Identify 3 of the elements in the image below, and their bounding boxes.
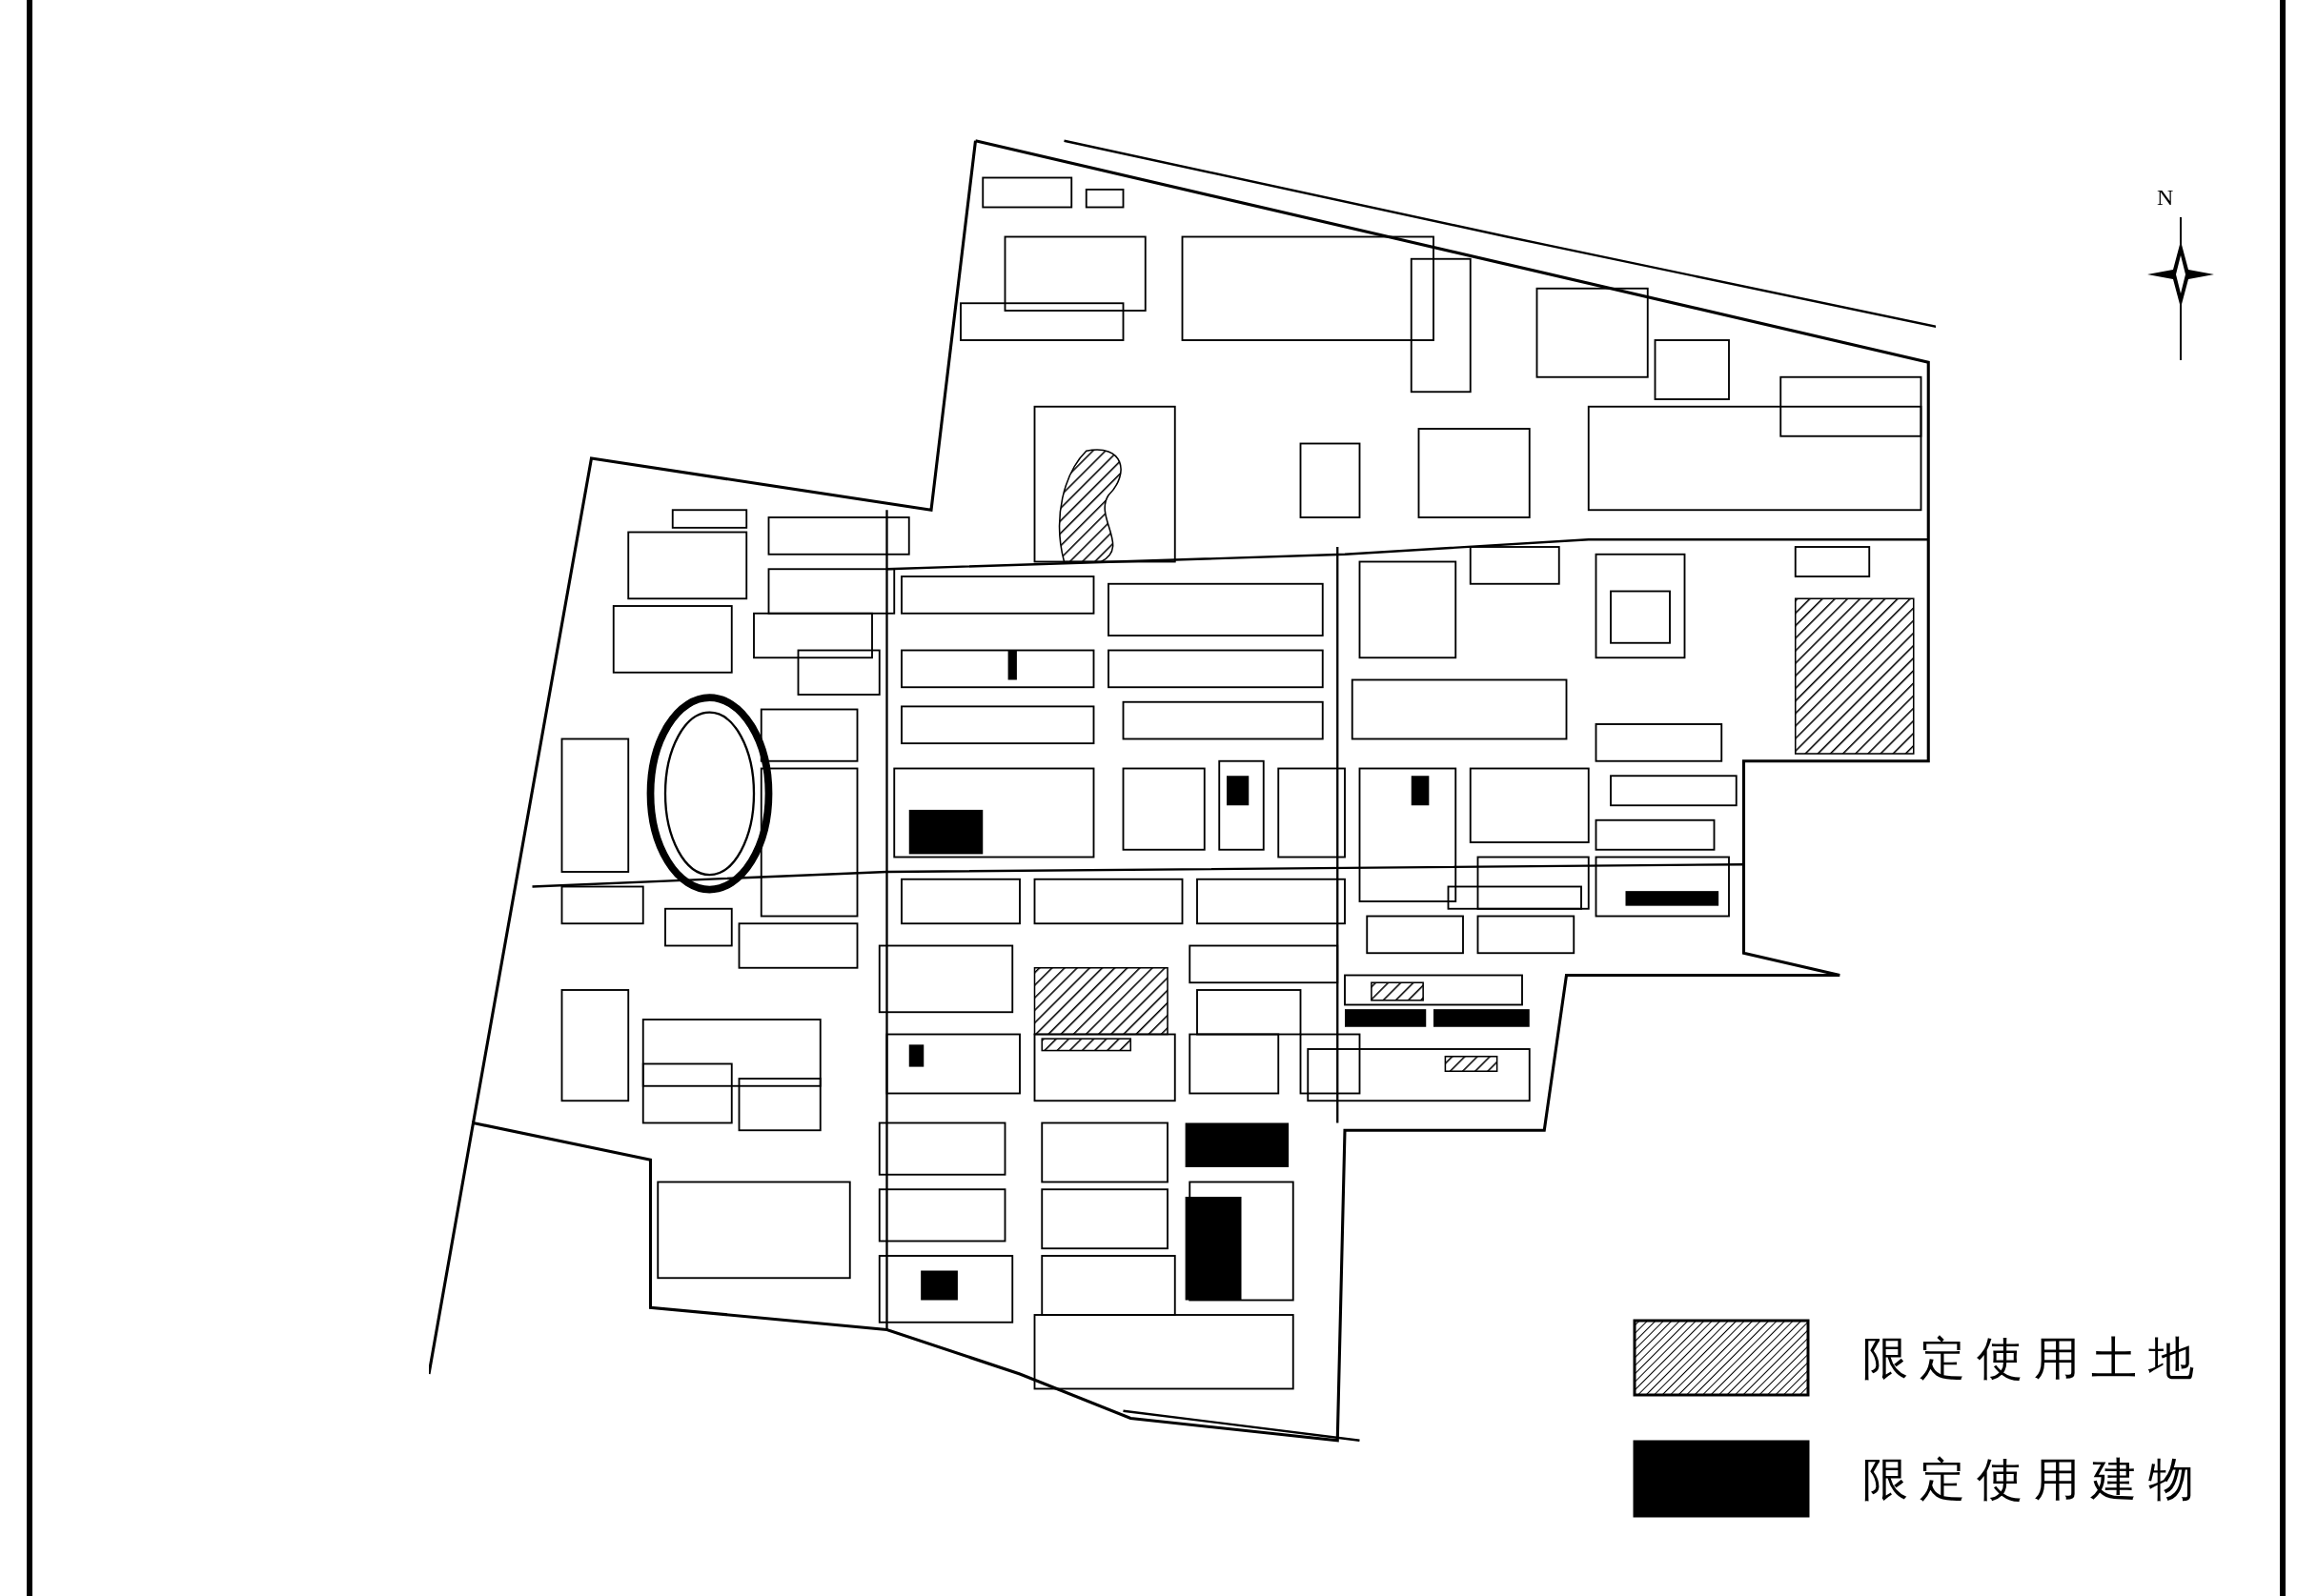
north-label: N (2157, 186, 2174, 209)
legend-label: 限定使用土地 (1862, 1330, 2205, 1386)
legend-label: 限定使用建物 (1862, 1451, 2205, 1507)
